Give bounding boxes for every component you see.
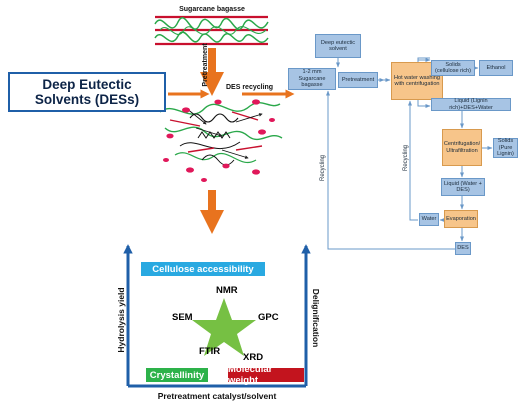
- recycling-mid-label: Recycling: [403, 145, 409, 171]
- gpc-label: GPC: [258, 312, 279, 323]
- pretreatment-box: Pretreatment: [338, 72, 378, 88]
- molecular-weight-badge: Molecular weight: [228, 364, 304, 386]
- des-product-box: DES: [455, 242, 471, 255]
- hydrolysis-yield-label: Hydrolysis yield: [116, 287, 126, 352]
- xrd-label: XRD: [243, 352, 264, 363]
- des-recycling-label: DES recycling: [226, 84, 273, 91]
- liquid-water-des-box: Liquid (Water + DES): [441, 178, 485, 196]
- pretreatment-vertical-label: Pretreatment: [202, 43, 209, 87]
- pretreated-biomass-illustration: [159, 99, 283, 182]
- nmr-label: NMR: [216, 285, 238, 296]
- bagasse-feed-box: 1-2 mm Sugarcane bagasse: [288, 68, 336, 90]
- crystallinity-badge: Crystallinity: [146, 368, 208, 382]
- cellulose-accessibility-badge: Cellulose accessibility: [141, 262, 265, 276]
- des-title-line1: Deep Eutectic: [42, 77, 132, 92]
- sem-label: SEM: [172, 312, 193, 323]
- ethanol-box: Ethanol: [479, 60, 513, 76]
- water-box: Water: [419, 213, 439, 226]
- recycling-left-label: Recycling: [320, 155, 326, 181]
- des-solvent-box: Deep eutectic solvent: [315, 34, 361, 58]
- flowchart-connectors: [326, 57, 493, 250]
- des-title-box: Deep Eutectic Solvents (DESs): [8, 72, 166, 112]
- delignification-label: Delignification: [311, 289, 321, 348]
- evaporation-box: Evaporation: [444, 210, 478, 228]
- bagasse-fiber-illustration: [154, 15, 269, 46]
- solids-cellulose-box: Solids (cellulose rich): [431, 60, 475, 76]
- hot-water-washing-box: Hot water washing with centrifugation: [391, 62, 443, 100]
- properties-frame: [123, 244, 311, 388]
- process-arrows: [168, 48, 295, 234]
- des-title-line2: Solvents (DESs): [34, 92, 140, 107]
- bagasse-label: Sugarcane bagasse: [179, 6, 245, 13]
- ftir-label: FTIR: [199, 346, 221, 357]
- characterization-star-icon: [192, 298, 256, 356]
- centrifugation-box: Centrifugation/ Ultrafiltration: [442, 129, 482, 166]
- liquid-lignin-box: Liquid (Lignin rich)+DES+Water: [431, 98, 511, 111]
- pretreatment-catalyst-label: Pretreatment catalyst/solvent: [158, 391, 277, 401]
- solids-lignin-box: Solids (Pure Lignin): [493, 138, 518, 158]
